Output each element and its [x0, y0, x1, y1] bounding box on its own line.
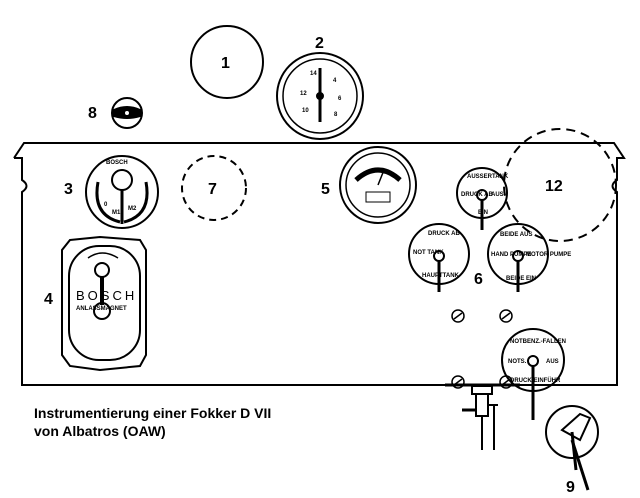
callout-1: 1 — [221, 55, 230, 72]
instrument-12-optional — [503, 128, 617, 242]
magneto-brand: BOSCH — [106, 160, 128, 166]
valve-label: DRUCK AB — [461, 192, 493, 198]
callout-3: 3 — [64, 181, 73, 198]
callout-8: 8 — [88, 105, 97, 122]
tacho-tick: 4 — [333, 78, 337, 84]
starter-brand: BOSCH — [76, 288, 137, 303]
starter-magneto — [61, 235, 147, 372]
callout-9: 9 — [566, 479, 575, 496]
callout-6: 6 — [474, 271, 483, 288]
magneto-pos-m1: M1 — [112, 210, 121, 216]
valve-label: NOTS. — [508, 359, 527, 365]
tachometer-gauge — [276, 52, 364, 140]
valve-label: AUSSERTANK — [467, 174, 509, 180]
valve-label: EIN — [478, 210, 488, 216]
throttle-handle-9 — [545, 405, 599, 491]
valve-label: HAUPTTANK — [422, 273, 460, 279]
callout-2: 2 — [315, 35, 324, 52]
valve-label: NOT TANK — [413, 250, 444, 256]
magneto-pos-m2: M2 — [128, 206, 137, 212]
valve-label: BEIDE AUS — [500, 232, 532, 238]
caption-line-1: Instrumentierung einer Fokker D VII — [34, 405, 272, 421]
screws — [451, 309, 513, 389]
callout-5: 5 — [321, 181, 330, 198]
valve-label: AUS — [546, 359, 559, 365]
callout-7: 7 — [208, 181, 217, 198]
magneto-pos-0: 0 — [104, 202, 108, 208]
valve-label: HAND PUMPE — [491, 252, 531, 258]
valve-label: DRUCK-EINFÜHR — [510, 377, 561, 384]
valve-label: BEIDE EIN — [506, 276, 536, 282]
instrument-7-optional — [181, 155, 247, 221]
valve-label: AUS — [491, 192, 504, 198]
callout-12: 12 — [545, 178, 563, 195]
knob-8 — [111, 97, 143, 129]
tacho-tick: 10 — [302, 108, 309, 114]
magneto-switch — [85, 155, 159, 229]
reserve-fuel-valve — [501, 328, 565, 420]
pressure-gauge — [339, 146, 417, 224]
tacho-tick: 12 — [300, 91, 307, 97]
tacho-tick: 8 — [334, 112, 338, 118]
tacho-tick: 14 — [310, 71, 317, 77]
fuel-valve-top — [456, 167, 508, 230]
starter-name: ANLASSMAGNET — [76, 306, 127, 312]
valve-label: MOTOR PUMPE — [526, 252, 571, 258]
valve-label: DRUCK AB — [428, 231, 460, 237]
tank-selector-valve — [408, 223, 470, 292]
pump-selector-valve — [487, 223, 549, 292]
fuel-tap — [462, 385, 498, 450]
instrument-1-blank — [190, 25, 264, 99]
valve-label: NOTBENZ.-FALLEN — [510, 339, 566, 345]
callout-4: 4 — [44, 291, 53, 308]
caption-line-2: von Albatros (OAW) — [34, 423, 166, 439]
tacho-tick: 6 — [338, 96, 342, 102]
